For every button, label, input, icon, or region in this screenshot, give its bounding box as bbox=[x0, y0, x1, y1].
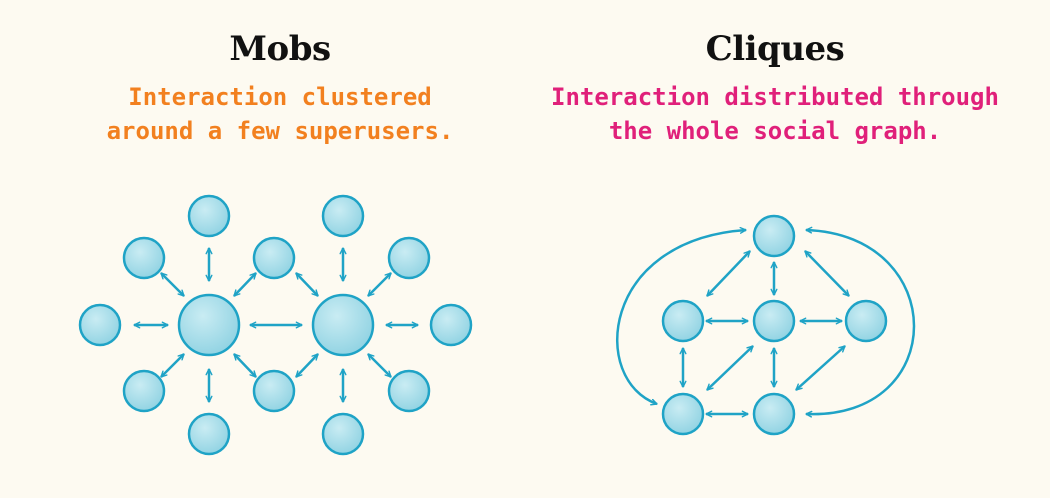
mobs-title: Mobs bbox=[229, 29, 331, 69]
mobs-node bbox=[122, 236, 166, 280]
cliques-node bbox=[752, 299, 796, 343]
cliques-node bbox=[752, 392, 796, 436]
cliques-node bbox=[661, 299, 705, 343]
mobs-arrow-right-5 bbox=[367, 272, 392, 297]
mobs-arrow-left-4 bbox=[160, 272, 185, 297]
cliques-arrow bbox=[706, 250, 751, 297]
cliques-arrow bbox=[804, 250, 850, 297]
mobs-node bbox=[321, 412, 365, 456]
cliques-curved-arrow-left bbox=[616, 226, 747, 406]
mobs-subtitle-line-2: around a few superusers. bbox=[106, 117, 454, 145]
mobs-node bbox=[187, 194, 231, 238]
mobs-node bbox=[187, 412, 231, 456]
cliques-node bbox=[752, 214, 796, 258]
cliques-arrow bbox=[795, 345, 846, 391]
mobs-node bbox=[429, 303, 473, 347]
mobs-panel: Mobs Interaction clustered around a few … bbox=[80, 0, 480, 148]
mobs-diagram bbox=[78, 194, 473, 456]
cliques-subtitle: Interaction distributed through the whol… bbox=[520, 80, 1030, 148]
cliques-arrows bbox=[616, 226, 916, 418]
mobs-arrow-left-6 bbox=[160, 353, 185, 378]
mobs-arrow-left-5 bbox=[233, 272, 257, 297]
cliques-subtitle-line-2: the whole social graph. bbox=[608, 117, 942, 145]
mobs-node bbox=[78, 303, 122, 347]
mobs-arrow-left-7 bbox=[233, 353, 257, 378]
mobs-subtitle: Interaction clustered around a few super… bbox=[80, 80, 480, 148]
cliques-title: Cliques bbox=[705, 29, 845, 69]
cliques-subtitle-line-1: Interaction distributed through bbox=[551, 83, 999, 111]
mobs-superuser-node-right bbox=[311, 293, 375, 357]
mobs-nodes bbox=[78, 194, 473, 456]
mobs-arrow-right-4 bbox=[295, 272, 319, 297]
cliques-curved-arrow-right bbox=[805, 226, 916, 418]
mobs-arrow-right-6 bbox=[295, 353, 319, 378]
cliques-diagram bbox=[616, 214, 916, 436]
mobs-node bbox=[387, 369, 431, 413]
mobs-superuser-node-left bbox=[177, 293, 241, 357]
mobs-node bbox=[252, 369, 296, 413]
mobs-node bbox=[321, 194, 365, 238]
mobs-node bbox=[122, 369, 166, 413]
cliques-arrow bbox=[706, 345, 754, 391]
mobs-arrow-right-7 bbox=[367, 353, 392, 378]
mobs-arrows bbox=[133, 247, 419, 403]
mobs-node bbox=[387, 236, 431, 280]
cliques-node bbox=[844, 299, 888, 343]
cliques-nodes bbox=[661, 214, 888, 436]
mobs-subtitle-line-1: Interaction clustered bbox=[128, 83, 432, 111]
cliques-panel: Cliques Interaction distributed through … bbox=[520, 0, 1030, 148]
mobs-node bbox=[252, 236, 296, 280]
cliques-node bbox=[661, 392, 705, 436]
